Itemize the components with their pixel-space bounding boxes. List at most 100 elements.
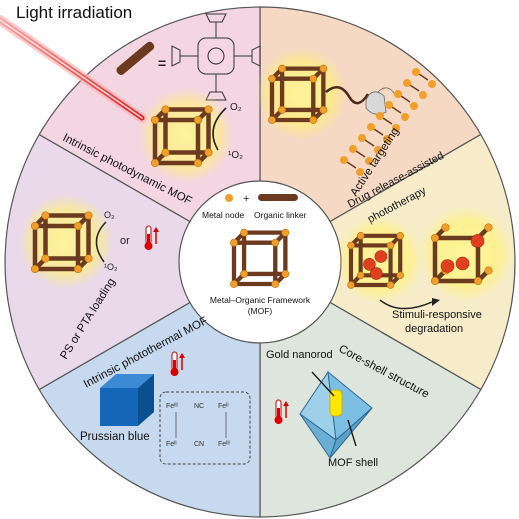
metal-node [161,148,170,157]
metal-node [484,266,493,275]
segment-coreshell [259,260,482,518]
drug-molecule [374,250,388,263]
mof-cube-degraded-icon [418,206,514,301]
metal-node-label: Metal node [202,210,244,220]
light-irradiation-label: Light irradiation [16,3,132,22]
reaction-arrow-icon [212,107,227,151]
prussian-blue-label: Prussian blue [80,431,150,443]
lipid-head [412,68,420,76]
or-label: or [120,235,130,247]
metal-node [73,264,83,274]
mof-cube-icon [256,48,348,140]
metal-node [271,280,280,288]
center-content: + Metal node Organic linker Metal–Organi… [202,193,311,316]
framework-label-line2: (MOF) [248,306,273,316]
metal-node [319,106,328,114]
fe-ii-label: Feᴵᴵ [166,441,177,448]
metal-node [278,106,286,114]
linker-icon [116,41,155,75]
metal-node [309,116,318,124]
metal-node [441,223,450,232]
arrow-head-icon [432,298,440,306]
fe-iii-label: Feᴵᴵᴵ [166,403,178,410]
prussian-blue-cube-icon [100,374,154,426]
degradation-arrow-icon [379,299,433,310]
metal-node [230,280,238,288]
metal-node [230,238,238,247]
drug-molecule [470,234,485,248]
metal-node [430,233,440,243]
metal-node [278,64,286,73]
cn-label: CN [194,441,204,448]
metal-node [386,241,395,250]
metal-node [240,270,248,278]
thermometer-icon [170,351,185,376]
cell-membrane-icon [340,68,436,176]
metal-node [386,281,395,289]
metal-node [204,105,213,114]
lipid-head [385,101,393,109]
lipid-head [428,80,436,88]
metal-node [347,241,355,250]
metal-node [309,74,318,83]
oxygen-label: O₂ [230,102,242,113]
fe-ii-label: Feᴵᴵ [218,403,229,410]
framework-label-line1: Metal–Organic Framework [210,295,311,305]
drug-molecule [455,256,470,271]
lipid-head [394,90,402,98]
metal-node [268,74,276,83]
gold-nanorod-icon [329,389,343,417]
mof-shell-label: MOF shell [328,457,378,469]
lipid-head [376,112,384,120]
metal-node [356,271,365,280]
drug-segment-content: Drug release-assisted phototherapy Stimu… [335,150,514,335]
drug-molecule [363,258,376,271]
metal-node [161,105,170,114]
equals-sign: = [158,55,166,71]
lipid-head [374,146,382,154]
lipid-head [410,102,418,110]
lipid-head [392,124,400,132]
drug-molecule [440,259,455,273]
metal-node [396,271,404,280]
lattice-box [159,391,251,465]
organic-linker-label: Organic linker [254,210,307,220]
metal-node [84,254,93,263]
metal-node [268,116,276,124]
singlet-oxygen-label: ¹O₂ [228,150,243,161]
metal-node [30,221,40,231]
drug-molecule [370,267,383,280]
lipid-head [383,135,391,143]
lipid-head [401,113,409,121]
metal-node [150,158,160,168]
metal-node-icon [225,194,233,202]
pointer-line [311,371,335,397]
targeting-ligand-icon [325,85,370,105]
metal-node [193,158,203,168]
gold-nanorod-label: Gold nanorod [266,349,333,361]
reaction-arrow-icon [95,221,107,263]
metal-node [204,148,213,157]
oxygen-label: O₂ [104,210,115,220]
metal-node [396,232,404,240]
organic-linker-icon [258,194,298,201]
lipid-head [365,157,373,165]
plus-sign: + [243,193,249,205]
metal-node [473,276,483,286]
lipid-head [403,79,411,87]
metal-node [240,228,248,237]
lipid-head [349,145,357,153]
metal-node [271,238,280,247]
lipid-head [419,91,427,99]
laser-beam-icon [0,15,147,123]
thermometer-icon [274,399,289,424]
stimuli-label-line2: degradation [405,323,463,335]
metal-node [281,270,290,278]
lipid-head [340,156,348,164]
metal-node [30,264,40,274]
lipid-head [367,123,375,131]
mof-cube-drug-icon [335,216,424,304]
metal-node [193,115,203,125]
metal-node [356,232,365,240]
